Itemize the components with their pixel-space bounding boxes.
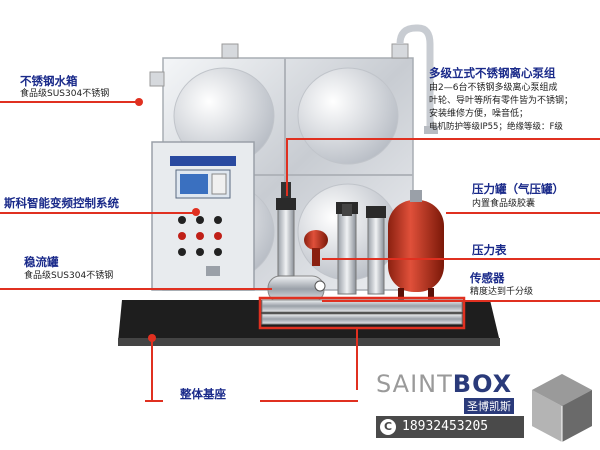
label-pump-title: 多级立式不锈钢离心泵组 <box>429 66 556 80</box>
highlight-frame <box>258 296 466 330</box>
control-cabinet <box>151 141 255 291</box>
label-sensor-title: 传感器 <box>470 271 505 285</box>
pressure-tank <box>388 190 444 300</box>
label-buffer-title: 稳流罐 <box>24 255 59 269</box>
cube-logo-icon <box>532 374 592 442</box>
phone-bar: C 18932453205 <box>376 416 524 438</box>
label-control-title: 斯科智能变频控制系统 <box>4 196 119 210</box>
pump-3 <box>366 206 386 295</box>
leader-gauge <box>322 258 600 260</box>
pump-2 <box>336 202 358 295</box>
leader-base-v2 <box>151 338 153 402</box>
label-pump-line-2: 叶轮、导叶等所有零件皆为不锈钢； <box>429 96 574 106</box>
brand-logo: SAINTBOX 圣博凯斯 C 18932453205 <box>372 368 600 450</box>
leader-pump <box>286 138 600 140</box>
leader-pump-v <box>286 138 288 196</box>
label-sensor-sub: 精度达到千分级 <box>470 287 534 297</box>
label-pressure-tank-title: 压力罐（气压罐） <box>472 182 564 196</box>
leader-base-h2 <box>260 400 358 402</box>
brand-name-cn: 圣博凯斯 <box>464 398 514 414</box>
phone-number: 18932453205 <box>402 419 489 434</box>
phone-icon: C <box>380 419 396 435</box>
label-pump-line-1: 由2—6台不锈钢多级离心泵组成 <box>429 83 558 93</box>
leader-base-v <box>356 328 358 390</box>
label-pressure-tank-sub: 内置食品级胶囊 <box>472 199 536 209</box>
label-pump-line-3: 安装维修方便，噪音低； <box>429 109 529 119</box>
brand-name-part-1: SAINT <box>376 370 453 398</box>
leader-dot-tank <box>135 98 143 106</box>
label-pump-line-4: 电机防护等级IP55；绝缘等级：F级 <box>429 122 563 132</box>
label-base-title: 整体基座 <box>180 387 226 401</box>
leader-tank <box>0 101 138 103</box>
label-tank-title: 不锈钢水箱 <box>20 74 78 88</box>
brand-name-part-2: BOX <box>452 370 513 398</box>
label-gauge-title: 压力表 <box>472 243 507 257</box>
leader-buffer <box>0 288 272 290</box>
label-buffer-sub: 食品级SUS304不锈钢 <box>24 271 114 281</box>
leader-base <box>145 400 163 402</box>
small-pressure-tank <box>304 230 328 250</box>
leader-dot-control <box>192 208 200 216</box>
label-tank-sub: 食品级SUS304不锈钢 <box>20 89 110 99</box>
leader-sensor <box>322 300 600 302</box>
pressure-gauge <box>314 280 326 292</box>
pump-1 <box>276 182 296 277</box>
brand-name: SAINTBOX <box>376 370 512 398</box>
leader-pressure-tank <box>446 212 600 214</box>
leader-control <box>0 212 196 214</box>
